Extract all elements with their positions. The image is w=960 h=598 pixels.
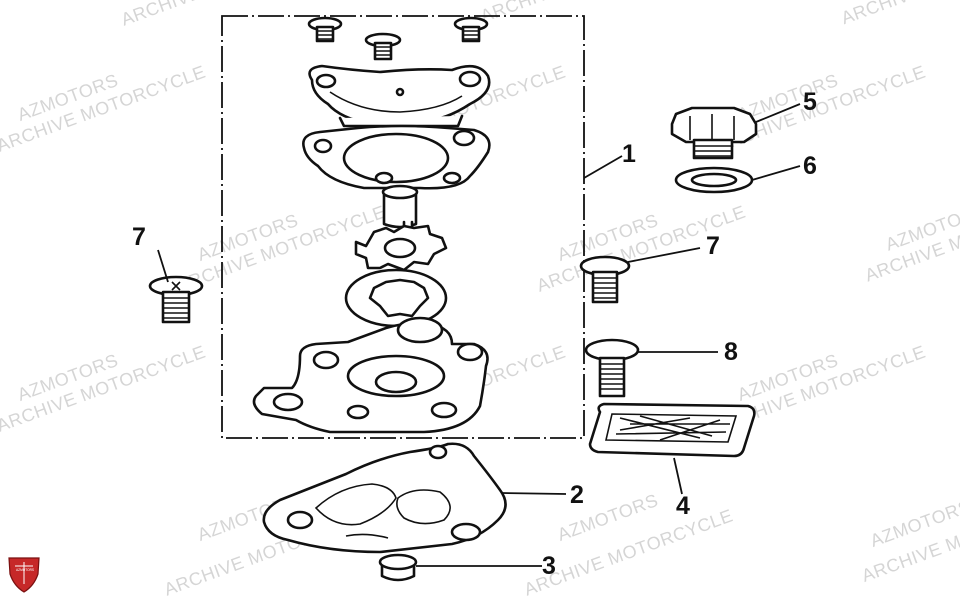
leader-4 (673, 457, 683, 495)
watermark-archive-partial: ARCHIVE (118, 0, 203, 30)
watermark-archive-partial: ARCHIVE (478, 0, 563, 26)
callout-3: 3 (542, 552, 556, 580)
screw-left (148, 275, 204, 324)
bolt (584, 338, 640, 398)
screw-right (579, 255, 631, 304)
pump-body (252, 316, 489, 434)
top-screw (364, 32, 402, 61)
leader-1 (583, 155, 623, 179)
washer (674, 166, 754, 194)
callout-4: 4 (676, 492, 690, 520)
callout-6: 6 (803, 152, 817, 180)
leader-7-left (157, 249, 169, 283)
assembly-bracket (221, 15, 585, 439)
callout-8: 8 (724, 338, 738, 366)
leader-6 (751, 165, 801, 181)
callout-2: 2 (570, 481, 584, 509)
callout-7-right: 7 (706, 232, 720, 260)
top-screw (453, 16, 489, 43)
leader-2 (501, 492, 567, 495)
bush (378, 553, 418, 582)
leader-5 (755, 103, 801, 123)
drain-plug (670, 106, 758, 160)
outer-rotor (344, 268, 448, 328)
logo-text: AZMOTORS (16, 568, 34, 572)
callout-5: 5 (803, 88, 817, 116)
callout-7-left: 7 (132, 223, 146, 251)
pump-cover (308, 64, 491, 128)
base-gasket (262, 442, 507, 554)
oil-strainer (588, 402, 756, 458)
azmotors-logo: AZMOTORS (8, 557, 40, 593)
top-screw (307, 16, 343, 43)
callout-1: 1 (622, 140, 636, 168)
inner-rotor (354, 224, 448, 272)
watermark-archive-partial: ARCHIVE (838, 0, 923, 28)
leader-7-right (627, 247, 701, 263)
pump-gasket (302, 124, 491, 190)
